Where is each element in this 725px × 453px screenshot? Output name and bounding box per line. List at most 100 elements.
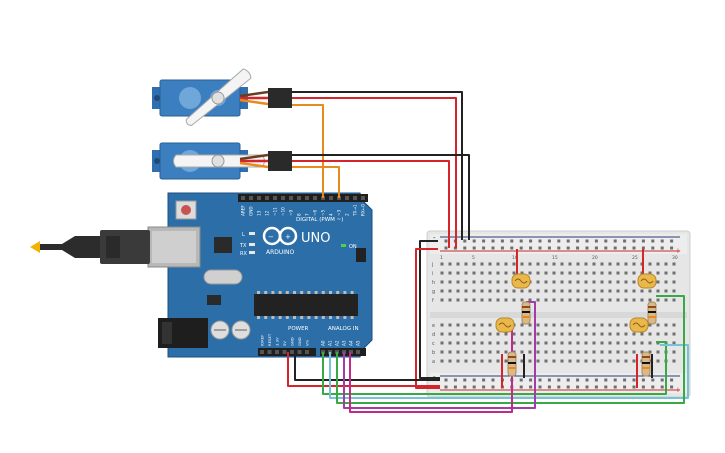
breadboard-hole[interactable]	[664, 332, 668, 336]
breadboard-hole[interactable]	[504, 359, 508, 363]
breadboard-hole[interactable]	[624, 280, 628, 284]
breadboard-hole[interactable]	[504, 350, 508, 354]
breadboard-hole[interactable]	[608, 298, 612, 302]
breadboard-hole[interactable]	[480, 341, 484, 345]
breadboard-hole[interactable]	[520, 323, 524, 327]
breadboard-hole[interactable]	[640, 350, 644, 354]
rail-hole[interactable]	[557, 385, 561, 389]
breadboard-hole[interactable]	[448, 323, 452, 327]
breadboard-hole[interactable]	[496, 350, 500, 354]
breadboard-hole[interactable]	[520, 289, 524, 293]
digital-pin[interactable]	[305, 196, 309, 200]
breadboard-hole[interactable]	[584, 359, 588, 363]
rail-hole[interactable]	[604, 246, 608, 250]
breadboard-hole[interactable]	[632, 262, 636, 266]
breadboard-hole[interactable]	[464, 298, 468, 302]
rail-hole[interactable]	[453, 385, 457, 389]
power-pin[interactable]	[305, 350, 309, 354]
power-pin[interactable]	[282, 350, 287, 354]
breadboard-hole[interactable]	[592, 280, 596, 284]
breadboard-hole[interactable]	[448, 341, 452, 345]
breadboard-hole[interactable]	[560, 289, 564, 293]
rail-hole[interactable]	[566, 246, 570, 250]
digital-pin[interactable]	[329, 196, 333, 200]
breadboard-hole[interactable]	[600, 262, 604, 266]
breadboard-hole[interactable]	[584, 289, 588, 293]
breadboard-hole[interactable]	[448, 332, 452, 336]
breadboard-hole[interactable]	[528, 323, 532, 327]
breadboard-hole[interactable]	[456, 350, 460, 354]
breadboard-hole[interactable]	[488, 271, 492, 275]
breadboard-hole[interactable]	[568, 280, 572, 284]
breadboard-hole[interactable]	[552, 332, 556, 336]
rail-hole[interactable]	[632, 378, 636, 382]
rail-hole[interactable]	[594, 246, 598, 250]
breadboard-hole[interactable]	[520, 262, 524, 266]
breadboard-hole[interactable]	[544, 280, 548, 284]
breadboard-hole[interactable]	[520, 271, 524, 275]
breadboard-hole[interactable]	[456, 323, 460, 327]
breadboard-hole[interactable]	[472, 280, 476, 284]
rail-hole[interactable]	[519, 246, 523, 250]
breadboard-hole[interactable]	[480, 262, 484, 266]
breadboard-hole[interactable]	[560, 350, 564, 354]
breadboard-hole[interactable]	[488, 289, 492, 293]
breadboard-hole[interactable]	[536, 350, 540, 354]
breadboard-hole[interactable]	[496, 341, 500, 345]
breadboard-hole[interactable]	[536, 289, 540, 293]
breadboard-hole[interactable]	[616, 341, 620, 345]
breadboard-hole[interactable]	[472, 323, 476, 327]
rail-hole[interactable]	[519, 239, 523, 243]
rail-hole[interactable]	[585, 378, 589, 382]
power-pin[interactable]	[290, 350, 294, 354]
breadboard-hole[interactable]	[528, 332, 532, 336]
breadboard-hole[interactable]	[624, 350, 628, 354]
breadboard-hole[interactable]	[448, 350, 452, 354]
breadboard-hole[interactable]	[616, 332, 620, 336]
breadboard-hole[interactable]	[448, 298, 452, 302]
rail-hole[interactable]	[557, 239, 561, 243]
breadboard-hole[interactable]	[672, 271, 676, 275]
breadboard-hole[interactable]	[616, 350, 620, 354]
breadboard-hole[interactable]	[528, 271, 532, 275]
rail-hole[interactable]	[472, 246, 476, 250]
breadboard-hole[interactable]	[616, 359, 620, 363]
breadboard-hole[interactable]	[640, 341, 644, 345]
breadboard-hole[interactable]	[664, 271, 668, 275]
breadboard-hole[interactable]	[600, 323, 604, 327]
breadboard-hole[interactable]	[472, 359, 476, 363]
rail-hole[interactable]	[613, 385, 617, 389]
rail-hole[interactable]	[491, 246, 495, 250]
rail-hole[interactable]	[547, 246, 551, 250]
photoresistor-2[interactable]	[637, 273, 657, 289]
breadboard-hole[interactable]	[536, 323, 540, 327]
breadboard-hole[interactable]	[456, 341, 460, 345]
breadboard-hole[interactable]	[624, 298, 628, 302]
breadboard-hole[interactable]	[456, 280, 460, 284]
rail-hole[interactable]	[604, 378, 608, 382]
breadboard-hole[interactable]	[504, 332, 508, 336]
breadboard-hole[interactable]	[544, 262, 548, 266]
breadboard-hole[interactable]	[456, 359, 460, 363]
rail-hole[interactable]	[604, 385, 608, 389]
breadboard-hole[interactable]	[448, 359, 452, 363]
rail-hole[interactable]	[632, 385, 636, 389]
breadboard-hole[interactable]	[584, 298, 588, 302]
breadboard-hole[interactable]	[480, 289, 484, 293]
photoresistor-1[interactable]	[511, 273, 531, 289]
breadboard-hole[interactable]	[488, 323, 492, 327]
breadboard-hole[interactable]	[568, 289, 572, 293]
rail-hole[interactable]	[651, 239, 655, 243]
photoresistor-4[interactable]	[629, 317, 649, 333]
rail-hole[interactable]	[547, 378, 551, 382]
rail-hole[interactable]	[651, 385, 655, 389]
breadboard-hole[interactable]	[448, 262, 452, 266]
breadboard-hole[interactable]	[496, 332, 500, 336]
servo-top[interactable]	[152, 68, 252, 129]
rail-hole[interactable]	[566, 378, 570, 382]
rail-hole[interactable]	[538, 239, 542, 243]
breadboard-hole[interactable]	[440, 323, 444, 327]
breadboard-hole[interactable]	[456, 332, 460, 336]
breadboard-hole[interactable]	[552, 359, 556, 363]
